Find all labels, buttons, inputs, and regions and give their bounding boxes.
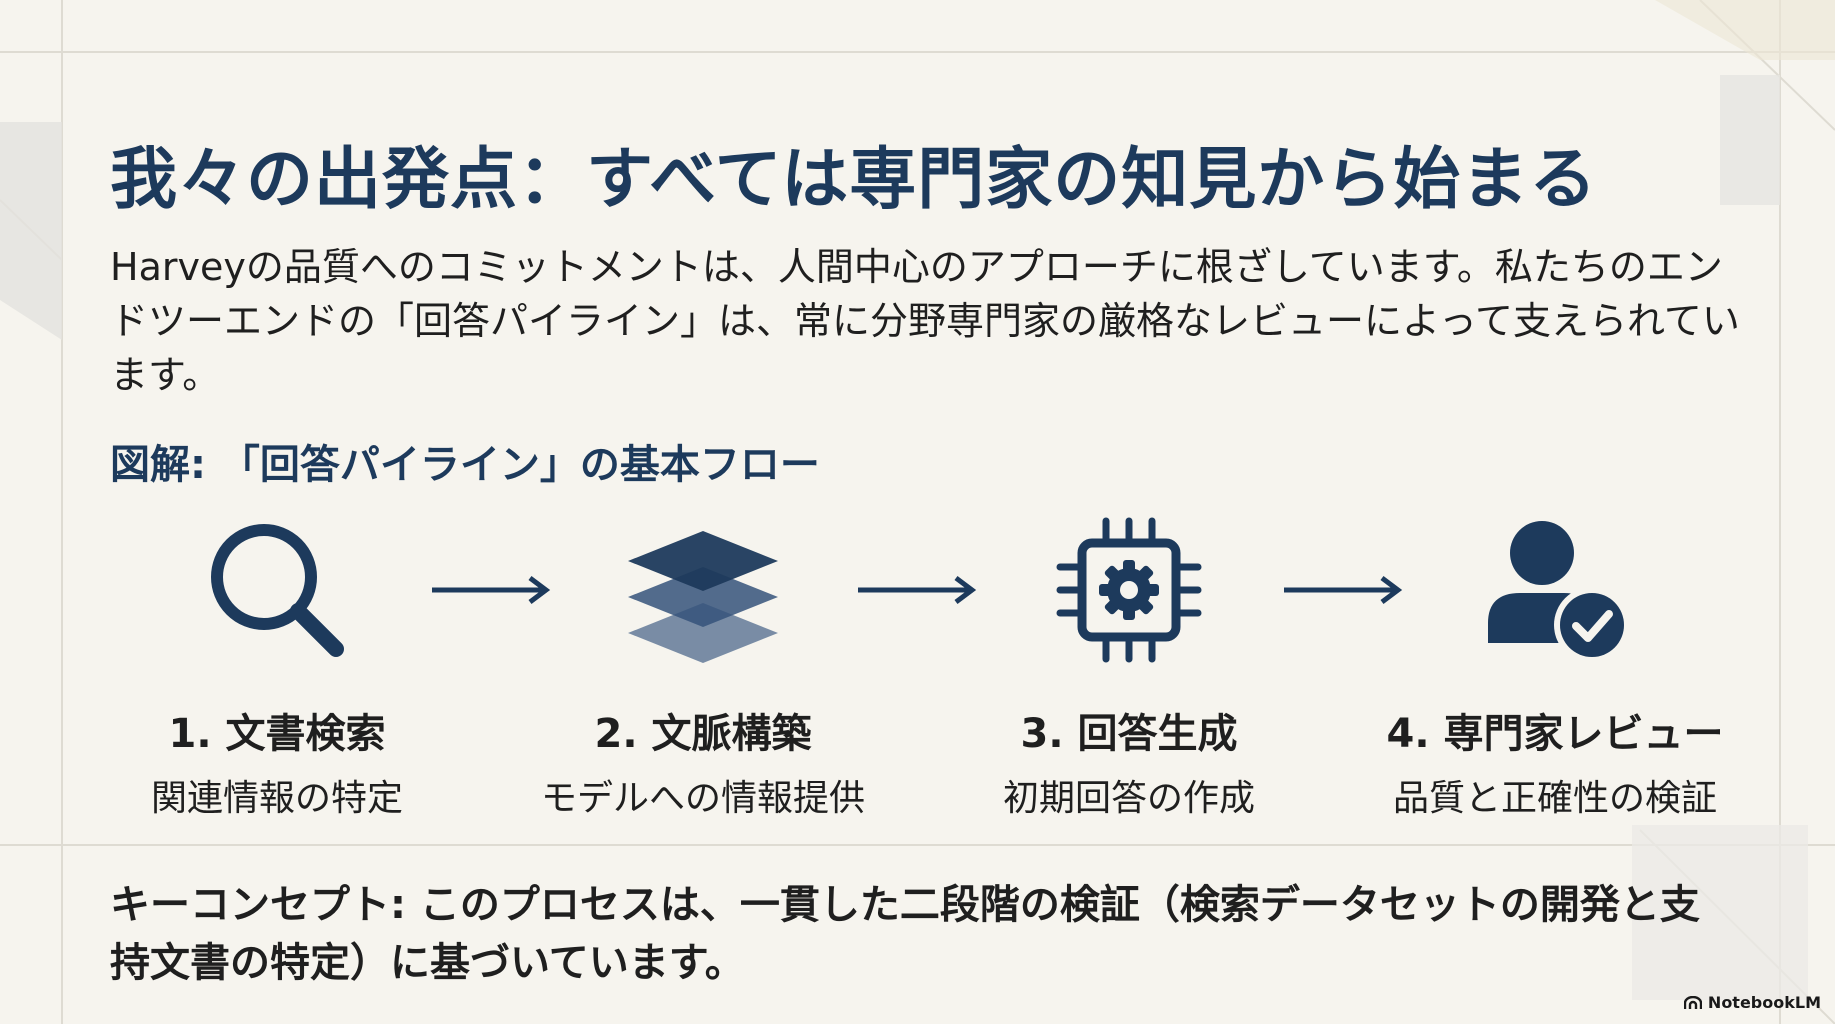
step-subtitle: 品質と正確性の検証 xyxy=(1392,778,1717,819)
step-title: 2. 文脈構築 xyxy=(594,711,812,757)
brand-label: NotebookLM xyxy=(1707,993,1821,1012)
step-subtitle: モデルへの情報提供 xyxy=(540,778,865,819)
pipeline-step-2: 2. 文脈構築 モデルへの情報提供 xyxy=(493,515,913,821)
pipeline-step-1: 1. 文書検索 関連情報の特定 xyxy=(67,515,487,821)
slide-title: 我々の出発点：すべては専門家の知見から始まる xyxy=(110,140,1598,218)
brand-watermark: NotebookLM xyxy=(1683,993,1821,1012)
step-title: 3. 回答生成 xyxy=(1020,711,1238,757)
pipeline-step-3: 3. 回答生成 初期回答の作成 xyxy=(919,515,1339,821)
step-subtitle: 初期回答の作成 xyxy=(1002,778,1255,819)
layers-icon xyxy=(628,531,778,663)
step-title: 1. 文書検索 xyxy=(168,711,386,757)
intro-paragraph: Harveyの品質へのコミットメントは、人間中心のアプローチに根ざしています。私… xyxy=(110,245,1740,397)
magnifier-icon xyxy=(211,524,344,657)
chip-gear-icon xyxy=(1056,517,1202,663)
pipeline-step-4: 4. 専門家レビュー 品質と正確性の検証 xyxy=(1345,515,1765,821)
notebooklm-logo-icon xyxy=(1683,995,1702,1009)
user-check-icon xyxy=(1488,521,1630,663)
arrow-right-icon xyxy=(432,576,551,604)
arrow-right-icon xyxy=(858,576,977,604)
arrow-right-icon xyxy=(1284,576,1403,604)
step-subtitle: 関連情報の特定 xyxy=(150,778,403,819)
step-title: 4. 専門家レビュー xyxy=(1386,711,1724,757)
key-concept-text: キーコンセプト: このプロセスは、一貫した二段階の検証（検索データセットの開発と… xyxy=(110,882,1700,986)
diagram-label: 図解: 「回答パイライン」の基本フロー xyxy=(110,442,820,488)
